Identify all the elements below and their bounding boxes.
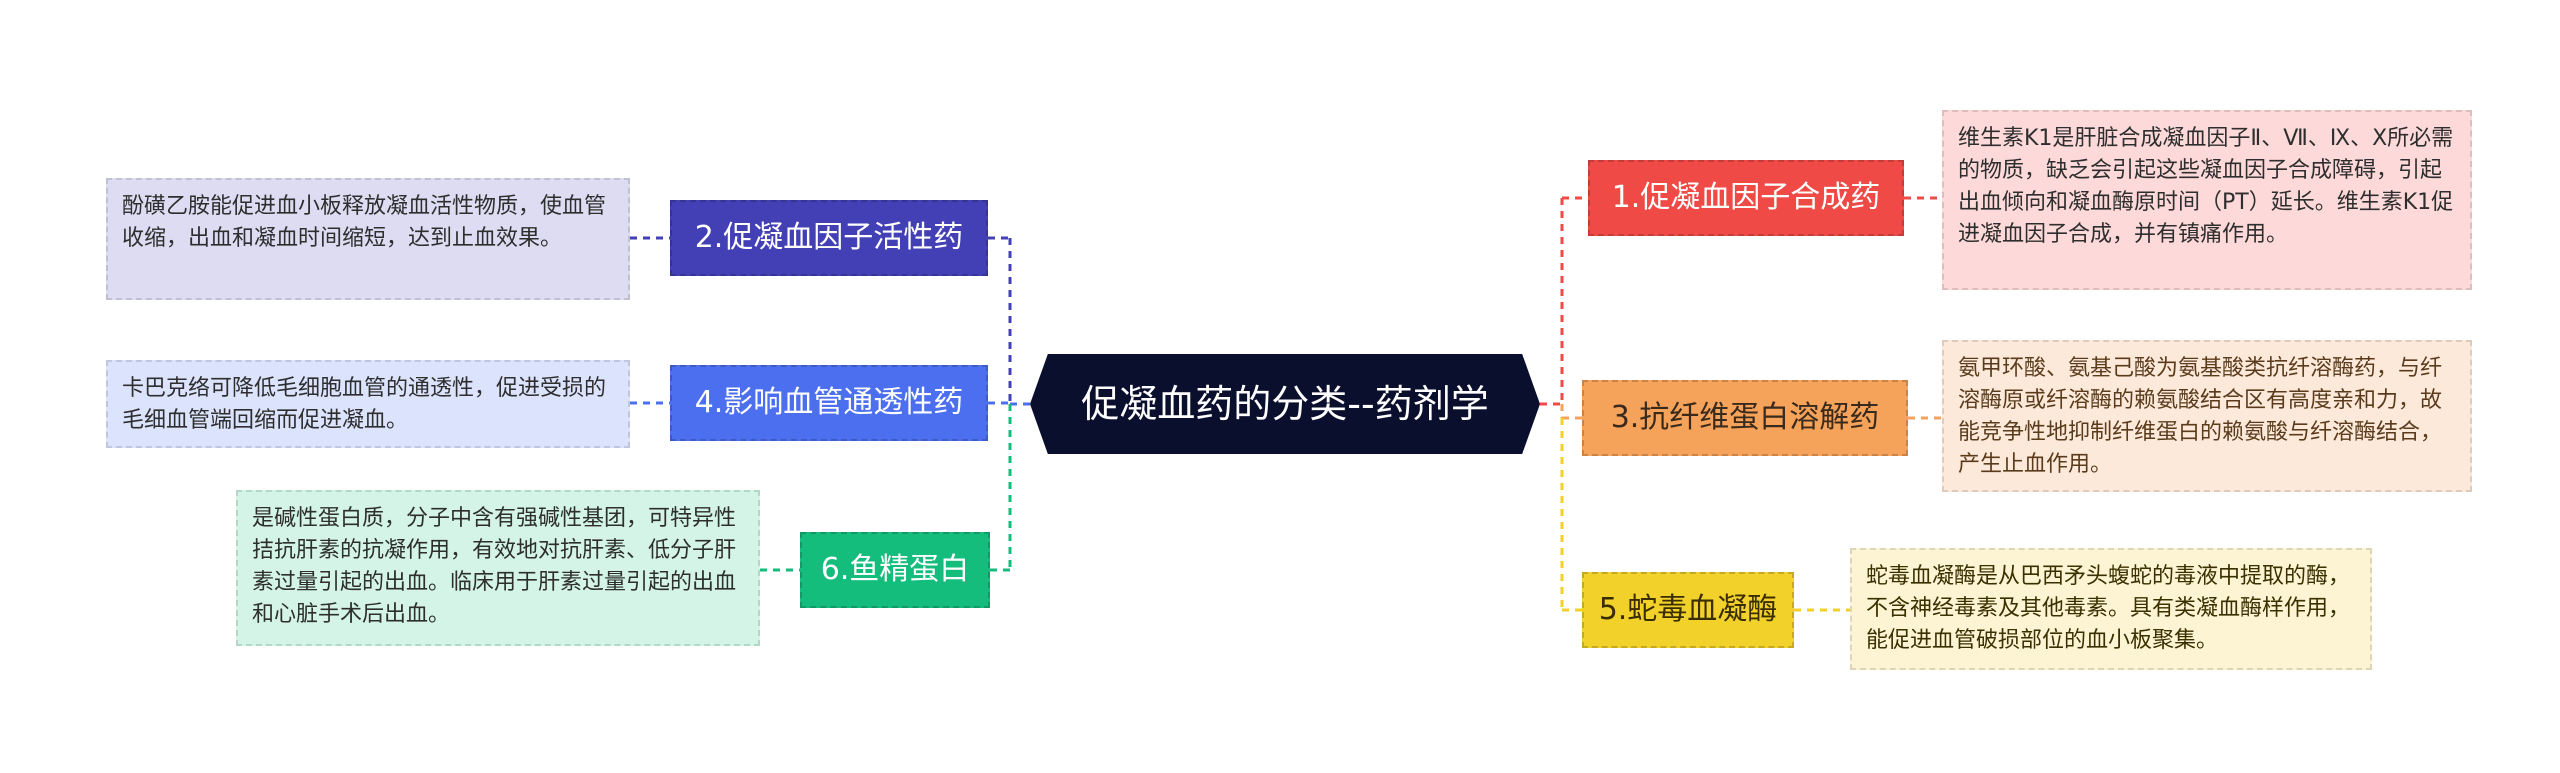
detail-coagulation-factor-activity: 酚磺乙胺能促进血小板释放凝血活性物质，使血管收缩，出血和凝血时间缩短，达到止血效… [106, 178, 630, 300]
detail-protamine: 是碱性蛋白质，分子中含有强碱性基团，可特异性拮抗肝素的抗凝作用，有效地对抗肝素、… [236, 490, 760, 646]
detail-text: 是碱性蛋白质，分子中含有强碱性基团，可特异性拮抗肝素的抗凝作用，有效地对抗肝素、… [252, 506, 737, 627]
branch-vascular-permeability[interactable]: 4.影响血管通透性药 [670, 365, 988, 441]
root-topic[interactable]: 促凝血药的分类--药剂学 [1030, 354, 1540, 454]
root-title: 促凝血药的分类--药剂学 [1081, 382, 1489, 426]
branch-antifibrinolytic[interactable]: 3.抗纤维蛋白溶解药 [1582, 380, 1908, 456]
detail-coagulation-factor-synthesis: 维生素K1是肝脏合成凝血因子Ⅱ、Ⅶ、Ⅸ、Ⅹ所必需的物质，缺乏会引起这些凝血因子合… [1942, 110, 2472, 290]
detail-antifibrinolytic: 氨甲环酸、氨基己酸为氨基酸类抗纤溶酶药，与纤溶酶原或纤溶酶的赖氨酸结合区有高度亲… [1942, 340, 2472, 492]
detail-text: 酚磺乙胺能促进血小板释放凝血活性物质，使血管收缩，出血和凝血时间缩短，达到止血效… [122, 194, 607, 251]
detail-vascular-permeability: 卡巴克络可降低毛细胞血管的通透性，促进受损的毛细血管端回缩而促进凝血。 [106, 360, 630, 448]
branch-protamine[interactable]: 6.鱼精蛋白 [800, 532, 990, 608]
branch-label: 1.促凝血因子合成药 [1611, 180, 1881, 215]
branch-coagulation-factor-synthesis[interactable]: 1.促凝血因子合成药 [1588, 160, 1904, 236]
detail-text: 维生素K1是肝脏合成凝血因子Ⅱ、Ⅶ、Ⅸ、Ⅹ所必需的物质，缺乏会引起这些凝血因子合… [1958, 126, 2454, 247]
branch-label: 4.影响血管通透性药 [694, 385, 964, 420]
branch-label: 3.抗纤维蛋白溶解药 [1610, 400, 1880, 435]
detail-hemocoagulase: 蛇毒血凝酶是从巴西矛头蝮蛇的毒液中提取的酶，不含神经毒素及其他毒素。具有类凝血酶… [1850, 548, 2372, 670]
branch-label: 5.蛇毒血凝酶 [1598, 592, 1778, 627]
detail-text: 蛇毒血凝酶是从巴西矛头蝮蛇的毒液中提取的酶，不含神经毒素及其他毒素。具有类凝血酶… [1866, 564, 2351, 653]
detail-text: 氨甲环酸、氨基己酸为氨基酸类抗纤溶酶药，与纤溶酶原或纤溶酶的赖氨酸结合区有高度亲… [1958, 356, 2443, 477]
branch-hemocoagulase[interactable]: 5.蛇毒血凝酶 [1582, 572, 1794, 648]
detail-text: 卡巴克络可降低毛细胞血管的通透性，促进受损的毛细血管端回缩而促进凝血。 [122, 376, 607, 433]
branch-coagulation-factor-activity[interactable]: 2.促凝血因子活性药 [670, 200, 988, 276]
branch-label: 6.鱼精蛋白 [820, 552, 970, 587]
branch-label: 2.促凝血因子活性药 [694, 220, 964, 255]
